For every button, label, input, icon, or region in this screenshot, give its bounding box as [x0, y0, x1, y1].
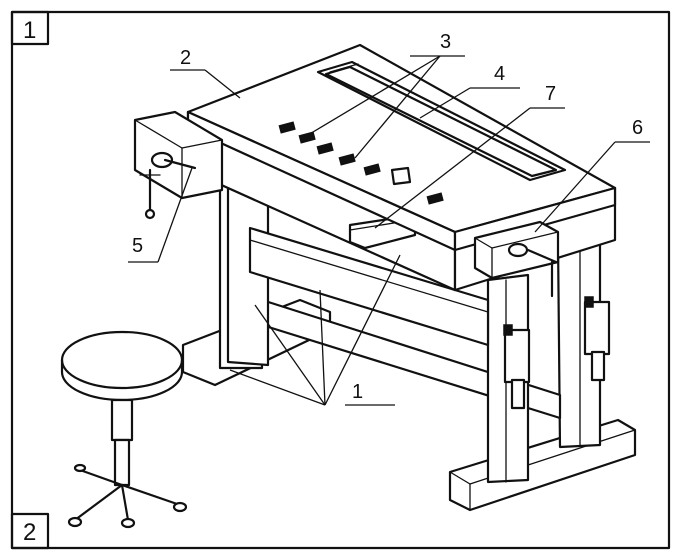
upper-stretcher	[248, 226, 490, 347]
svg-text:5: 5	[132, 235, 143, 257]
stool	[60, 330, 188, 529]
callout-1: 1	[229, 254, 401, 406]
svg-text:4: 4	[494, 63, 505, 85]
figure-number-box-1: 1	[10, 10, 50, 46]
callout-7: 7	[374, 83, 565, 229]
callout-5: 5	[128, 167, 193, 263]
svg-text:1: 1	[352, 381, 363, 403]
svg-text:2: 2	[180, 47, 191, 69]
callout-6: 6	[534, 117, 650, 233]
front-right-foot	[448, 418, 637, 512]
bench-dog-holes	[278, 121, 444, 205]
svg-text:3: 3	[440, 31, 451, 53]
callout-2: 2	[170, 47, 241, 99]
figure-number-2: 2	[23, 519, 36, 546]
figure-number-1: 1	[23, 17, 36, 44]
svg-text:7: 7	[545, 83, 556, 105]
figure-frame	[10, 10, 671, 550]
callout-3: 3	[307, 31, 465, 159]
front-vise	[473, 220, 560, 298]
leg-clamp-rear	[583, 296, 611, 382]
leg-clamp-front	[503, 324, 531, 410]
workbench	[133, 43, 637, 512]
callout-4: 4	[419, 63, 520, 119]
svg-text:6: 6	[632, 117, 643, 139]
figure-number-box-2: 2	[10, 512, 50, 550]
stool-post-lower	[113, 438, 131, 487]
stool-post-upper	[110, 398, 134, 442]
tail-vise	[133, 110, 224, 220]
stool-seat-top	[60, 330, 184, 390]
